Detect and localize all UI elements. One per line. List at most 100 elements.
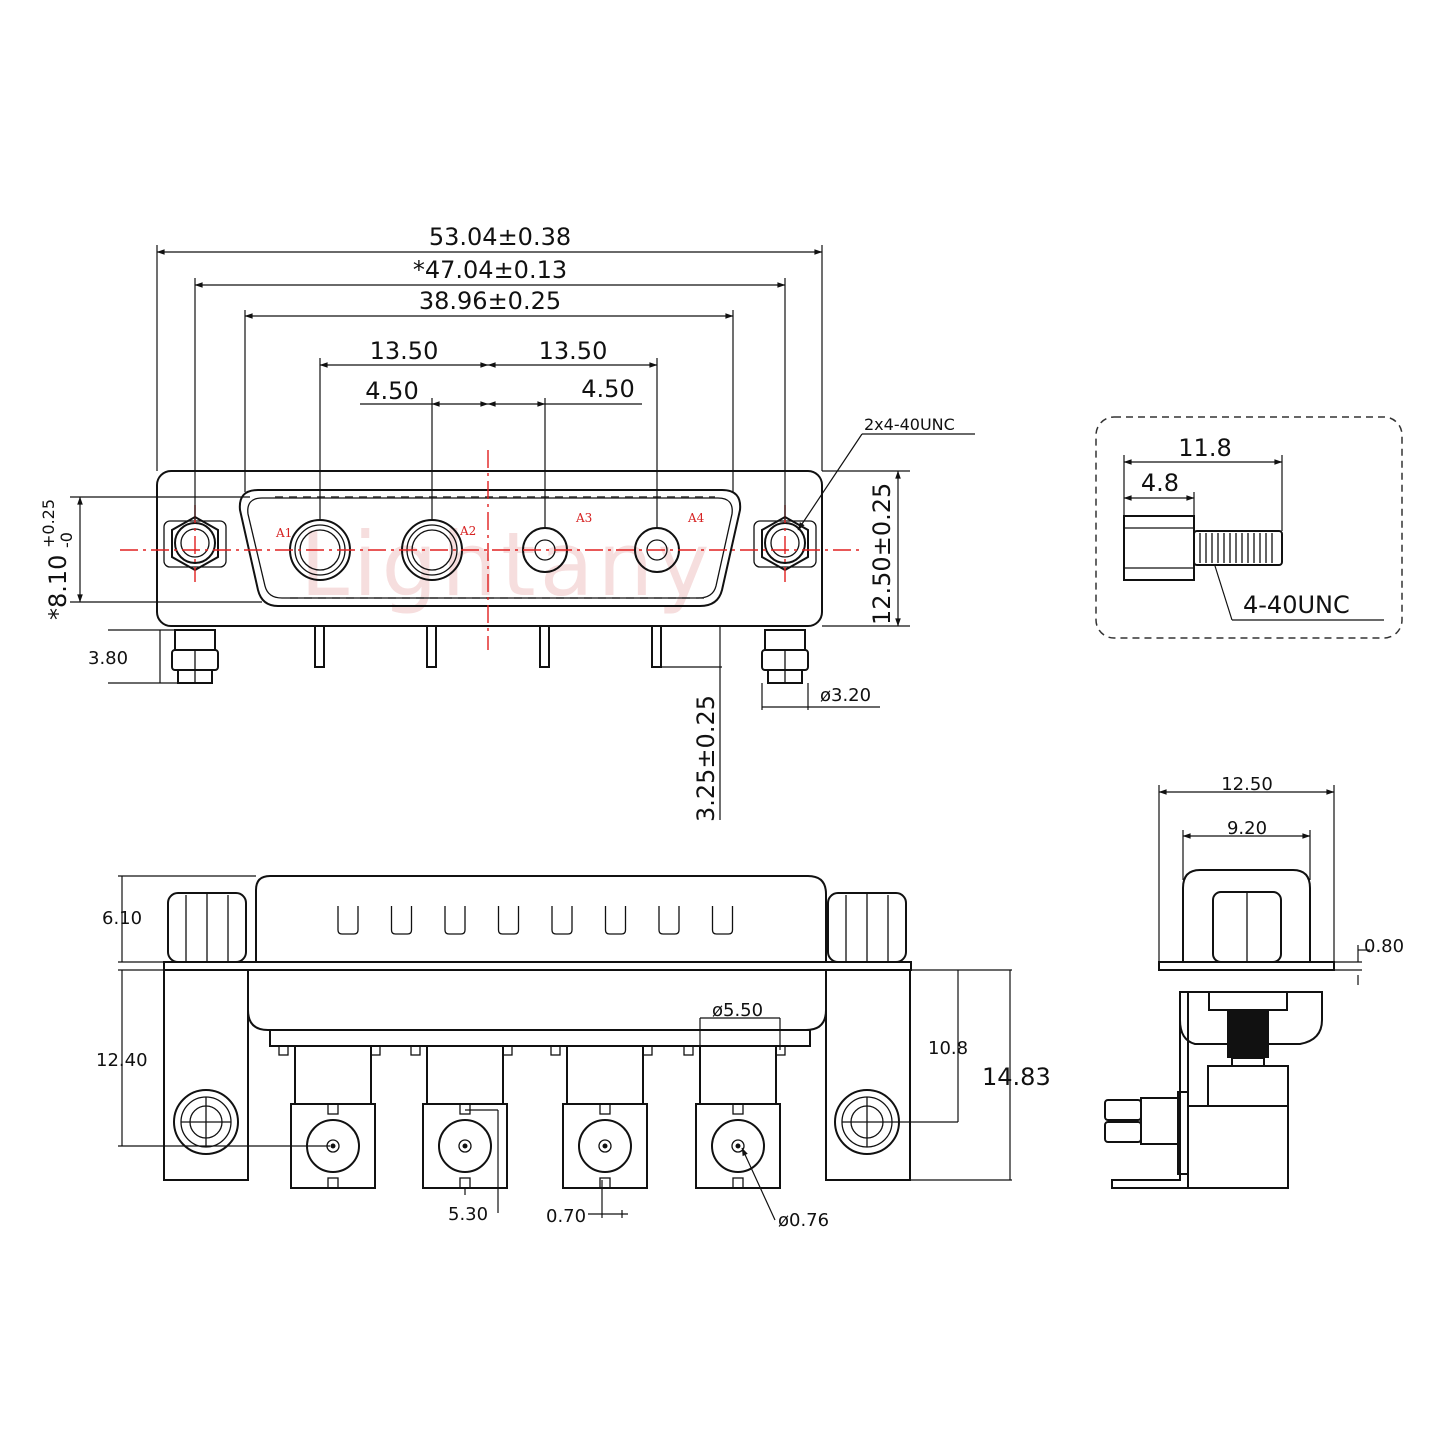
shell-slot: [658, 906, 680, 935]
side-threaded-stud: [1227, 1010, 1269, 1067]
dim-shell-depth: 6.10: [102, 875, 256, 963]
dim-contact-dia: ø5.50: [699, 1000, 781, 1050]
svg-text:12.50: 12.50: [1221, 774, 1273, 795]
dim-shell-height: *8.10 +0.25 -0: [39, 496, 262, 620]
svg-text:10.8: 10.8: [928, 1038, 968, 1059]
pin-label-a3: A3: [575, 511, 592, 525]
dim-screw-hex-length: 4.8: [1123, 469, 1195, 516]
dim-screw-thread: 4-40UNC: [1214, 565, 1384, 621]
bottom-shell: [255, 875, 827, 963]
dim-flange-height: 12.50±0.25: [822, 470, 910, 627]
bottom-right-board-lock: [834, 1089, 900, 1155]
dim-mount-hole-spacing: *47.04±0.13: [194, 256, 786, 520]
bottom-contact-2: [410, 1045, 513, 1189]
bottom-right-hex-nut: [827, 892, 907, 963]
svg-text:9.20: 9.20: [1227, 818, 1267, 839]
dim-pin-width: 0.70: [546, 1180, 628, 1227]
dim-shell-width: 38.96±0.25: [244, 287, 734, 492]
svg-text:4.8: 4.8: [1141, 469, 1179, 497]
screw-hex-body: [1123, 515, 1195, 581]
svg-text:38.96±0.25: 38.96±0.25: [419, 287, 561, 315]
pin-label-a4: A4: [687, 511, 705, 525]
front-d-shell: [238, 489, 742, 607]
shell-slot: [390, 906, 413, 935]
side-hex-nut: [1212, 891, 1282, 963]
bottom-right-bracket: [825, 969, 911, 1181]
shell-slot: [444, 906, 466, 935]
dim-screw-length: 11.8: [1123, 434, 1283, 531]
bottom-contact-1: [278, 1045, 381, 1189]
shell-slot: [337, 906, 359, 935]
svg-text:4.50: 4.50: [365, 377, 418, 405]
dim-board-lock-height: 3.80: [88, 629, 178, 684]
svg-text:14.83: 14.83: [982, 1063, 1051, 1091]
pin-label-a2: A2: [459, 524, 476, 538]
bottom-left-hex-nut: [167, 892, 247, 963]
side-view: 12.50 9.20 0.80: [1104, 774, 1404, 1189]
svg-text:13.50: 13.50: [539, 337, 608, 365]
svg-text:12.40: 12.40: [96, 1050, 148, 1071]
dim-thread-callout: 2x4-40UNC: [797, 415, 975, 531]
bottom-left-bracket: [163, 969, 249, 1181]
dim-overall-depth: 14.83: [910, 970, 1051, 1181]
shell-slot: [497, 906, 520, 935]
svg-text:4-40UNC: 4-40UNC: [1243, 591, 1350, 619]
svg-text:13.50: 13.50: [370, 337, 439, 365]
svg-text:ø5.50: ø5.50: [712, 1000, 763, 1021]
svg-text:*47.04±0.13: *47.04±0.13: [413, 256, 567, 284]
bottom-view: 6.10 12.40 10.8 14.83 ø5.50: [96, 875, 1051, 1231]
svg-text:*8.10: *8.10: [44, 555, 72, 620]
svg-text:+0.25: +0.25: [39, 499, 58, 548]
shell-slot: [551, 906, 573, 935]
front-pins: [314, 625, 662, 668]
dim-side-flange-width: 12.50: [1158, 774, 1335, 962]
svg-text:12.50±0.25: 12.50±0.25: [868, 483, 896, 625]
svg-text:2x4-40UNC: 2x4-40UNC: [864, 415, 955, 434]
side-board-lock: [1104, 1097, 1179, 1145]
front-left-board-lock: [171, 629, 219, 684]
screw-thread: [1193, 530, 1283, 566]
front-flange: [156, 470, 823, 627]
dim-pin-length: 3.25±0.25: [662, 626, 722, 822]
dim-pin-hole-dia: ø0.76: [741, 1147, 829, 1231]
svg-text:0.70: 0.70: [546, 1206, 586, 1227]
bottom-contacts: [278, 1045, 786, 1189]
front-right-board-lock: [761, 629, 809, 684]
bottom-left-board-lock: [173, 1089, 239, 1155]
dim-side-shell-width: 9.20: [1182, 818, 1311, 880]
dim-pin-spacing: 5.30: [448, 1109, 499, 1225]
svg-text:6.10: 6.10: [102, 908, 142, 929]
svg-text:0.80: 0.80: [1364, 936, 1404, 957]
screw-thread-lines: [1199, 533, 1273, 563]
svg-text:ø3.20: ø3.20: [820, 685, 871, 706]
front-view: A1 A2 A3 A4: [39, 223, 975, 822]
svg-text:-0: -0: [57, 532, 76, 548]
side-flange-plate: [1158, 961, 1335, 971]
bottom-shell-slots: [337, 906, 734, 935]
shell-slot: [711, 906, 734, 935]
svg-text:4.50: 4.50: [581, 375, 634, 403]
shell-slot: [604, 906, 627, 935]
bottom-insulator-step: [269, 1029, 811, 1047]
svg-text:11.8: 11.8: [1178, 434, 1231, 462]
dim-pcb-to-contact: 10.8: [892, 969, 1012, 1123]
dim-board-lock-dia: ø3.20: [761, 683, 880, 710]
screw-detail-frame: [1095, 416, 1403, 639]
side-insulator-top: [1208, 991, 1288, 1011]
side-l-bracket: [1111, 992, 1189, 1189]
bottom-flange-plate: [163, 961, 912, 971]
front-shell-dashes: [275, 496, 715, 599]
dim-pitch: 13.50 13.50: [319, 337, 658, 528]
pin-label-a1: A1: [275, 526, 292, 540]
dim-overall-width: 53.04±0.38: [156, 223, 823, 471]
screw-detail: 11.8 4.8 4-40UNC: [1095, 416, 1403, 639]
bottom-contact-3: [550, 1045, 653, 1189]
dim-side-flange-thickness: 0.80: [1334, 936, 1404, 985]
side-lower-body: [1207, 1065, 1289, 1107]
svg-text:5.30: 5.30: [448, 1204, 488, 1225]
svg-text:53.04±0.38: 53.04±0.38: [429, 223, 571, 251]
side-contact-body: [1187, 1105, 1289, 1189]
svg-text:ø0.76: ø0.76: [778, 1210, 829, 1231]
svg-text:3.25±0.25: 3.25±0.25: [692, 695, 720, 822]
